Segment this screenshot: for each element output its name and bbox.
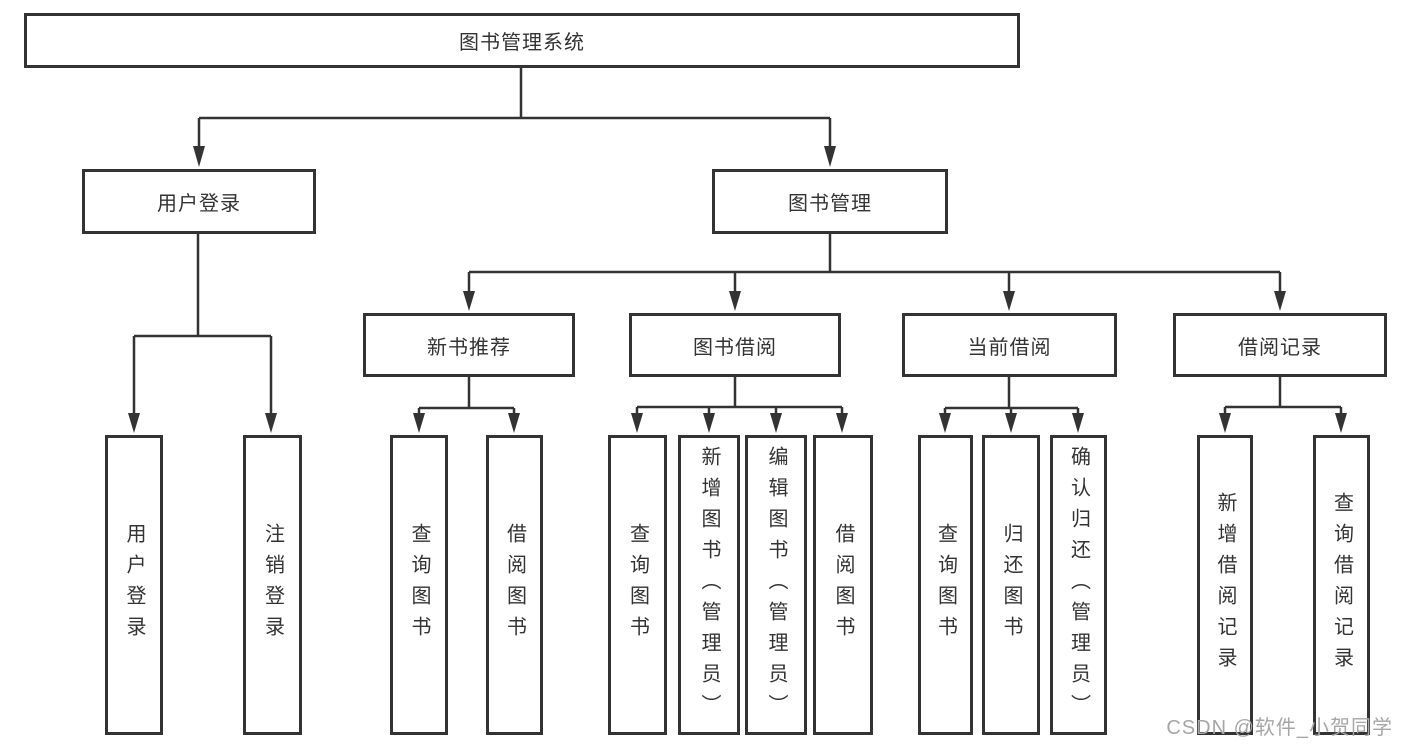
leaf-label: 查询图书	[408, 523, 430, 647]
leaf-user-login: 用户登录	[105, 435, 163, 735]
leaf-query-books-borrowing: 查询图书	[608, 435, 667, 735]
node-label: 图书管理	[788, 193, 872, 215]
node-label: 当前借阅	[967, 336, 1052, 359]
node-label: 新书推荐	[427, 336, 511, 359]
node-book-borrowing: 图书借阅	[629, 313, 841, 377]
leaf-label: 注销登录	[261, 523, 284, 647]
connector-book-management	[463, 233, 1286, 311]
leaf-label: 编辑图书（管理员）	[765, 445, 787, 725]
leaf-label: 借阅图书	[832, 523, 854, 647]
leaf-borrow-books-recommend: 借阅图书	[486, 435, 543, 735]
node-library-system: 图书管理系统	[24, 13, 1020, 68]
leaf-label: 确认归还（管理员）	[1067, 445, 1090, 725]
leaf-label: 借阅图书	[503, 523, 526, 647]
node-current-borrowing: 当前借阅	[902, 313, 1117, 377]
node-book-management: 图书管理	[712, 169, 948, 234]
connector-current-borrowing	[939, 377, 1084, 433]
node-label: 用户登录	[157, 193, 241, 215]
connector-borrowing-records	[1219, 377, 1347, 433]
node-new-book-recommend: 新书推荐	[363, 313, 575, 377]
leaf-label: 新增图书（管理员）	[698, 445, 720, 725]
node-label: 图书管理系统	[459, 32, 585, 54]
leaf-label: 新增借阅记录	[1214, 492, 1236, 678]
leaf-add-borrow-record: 新增借阅记录	[1197, 435, 1253, 735]
leaf-label: 查询图书	[934, 523, 957, 647]
leaf-confirm-return-admin: 确认归还（管理员）	[1050, 435, 1107, 735]
leaf-add-books-admin: 新增图书（管理员）	[678, 435, 740, 735]
node-label: 借阅记录	[1238, 336, 1322, 359]
leaf-label: 归还图书	[1000, 523, 1022, 647]
leaf-edit-books-admin: 编辑图书（管理员）	[745, 435, 807, 735]
node-label: 图书借阅	[693, 336, 777, 359]
leaf-borrow-books-borrowing: 借阅图书	[813, 435, 873, 735]
node-user-login: 用户登录	[82, 169, 316, 234]
connector-book-borrowing	[631, 377, 848, 433]
leaf-return-books: 归还图书	[982, 435, 1040, 735]
leaf-logout-login: 注销登录	[243, 435, 302, 735]
node-borrowing-records: 借阅记录	[1173, 313, 1387, 377]
connector-root	[193, 67, 836, 167]
watermark: CSDN @软件_小贺同学	[1166, 717, 1393, 739]
leaf-query-borrow-record: 查询借阅记录	[1313, 435, 1370, 735]
connector-new-book-recommend	[413, 377, 520, 433]
leaf-query-books-current: 查询图书	[918, 435, 973, 735]
leaf-label: 用户登录	[123, 523, 145, 647]
leaf-label: 查询图书	[626, 523, 649, 647]
leaf-label: 查询借阅记录	[1330, 492, 1353, 678]
connector-user-login	[128, 233, 277, 433]
leaf-query-books-recommend: 查询图书	[390, 435, 448, 735]
